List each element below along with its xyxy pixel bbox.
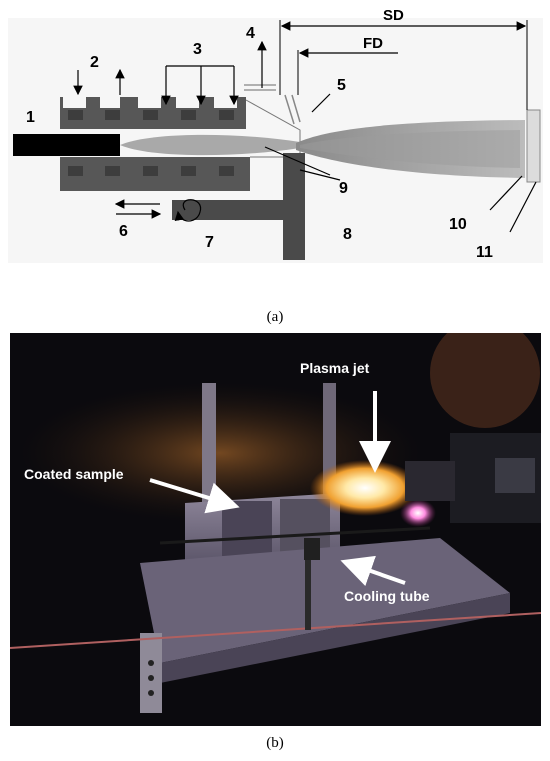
torch-upper-body xyxy=(60,96,246,129)
support-rod xyxy=(10,612,541,649)
label-11: 11 xyxy=(476,244,493,261)
plasma-flame xyxy=(310,460,420,516)
plasma-core xyxy=(120,134,300,156)
label-8: 8 xyxy=(343,226,352,243)
label-3: 3 xyxy=(193,41,202,58)
label-9: 9 xyxy=(339,180,348,197)
powder-injector xyxy=(284,94,301,125)
leader-5 xyxy=(311,93,331,113)
cooling-tube-arrow xyxy=(340,555,406,587)
rotation-arrow xyxy=(174,199,202,222)
base-tray xyxy=(140,538,510,663)
robot-arm xyxy=(430,333,540,428)
plasma-spray-schematic: 1 2 3 4 5 6 7 8 9 10 11 SD FD xyxy=(8,7,543,263)
bracket xyxy=(140,633,162,713)
leader-8 xyxy=(299,169,341,181)
leader-9 xyxy=(264,146,331,176)
leader-11 xyxy=(509,181,537,233)
label-plasma-jet: Plasma jet xyxy=(300,360,370,376)
plasma-spray-photo: Plasma jet Coated sample Cooling tube xyxy=(10,333,541,726)
cathode xyxy=(13,134,120,156)
label-cooling-tube: Cooling tube xyxy=(344,588,430,604)
label-sd: SD xyxy=(383,7,404,24)
caption-a: (a) xyxy=(266,309,284,325)
plasma-gun xyxy=(405,461,455,501)
leader-10 xyxy=(489,175,523,211)
label-4: 4 xyxy=(246,25,255,42)
label-7: 7 xyxy=(205,234,214,251)
plasma-glow xyxy=(400,499,436,527)
label-10: 10 xyxy=(449,216,467,233)
cooling-tube xyxy=(159,526,431,545)
label-2: 2 xyxy=(90,54,99,71)
torch-lower-body xyxy=(60,157,250,191)
label-1: 1 xyxy=(26,109,35,126)
coated-sample-arrow xyxy=(149,478,240,514)
label-coated-sample: Coated sample xyxy=(24,466,124,482)
label-6: 6 xyxy=(119,223,128,240)
caption-b: (b) xyxy=(266,735,284,751)
substrate xyxy=(526,109,541,183)
label-5: 5 xyxy=(337,77,346,94)
injector-lines xyxy=(244,84,276,91)
label-fd: FD xyxy=(363,35,383,52)
